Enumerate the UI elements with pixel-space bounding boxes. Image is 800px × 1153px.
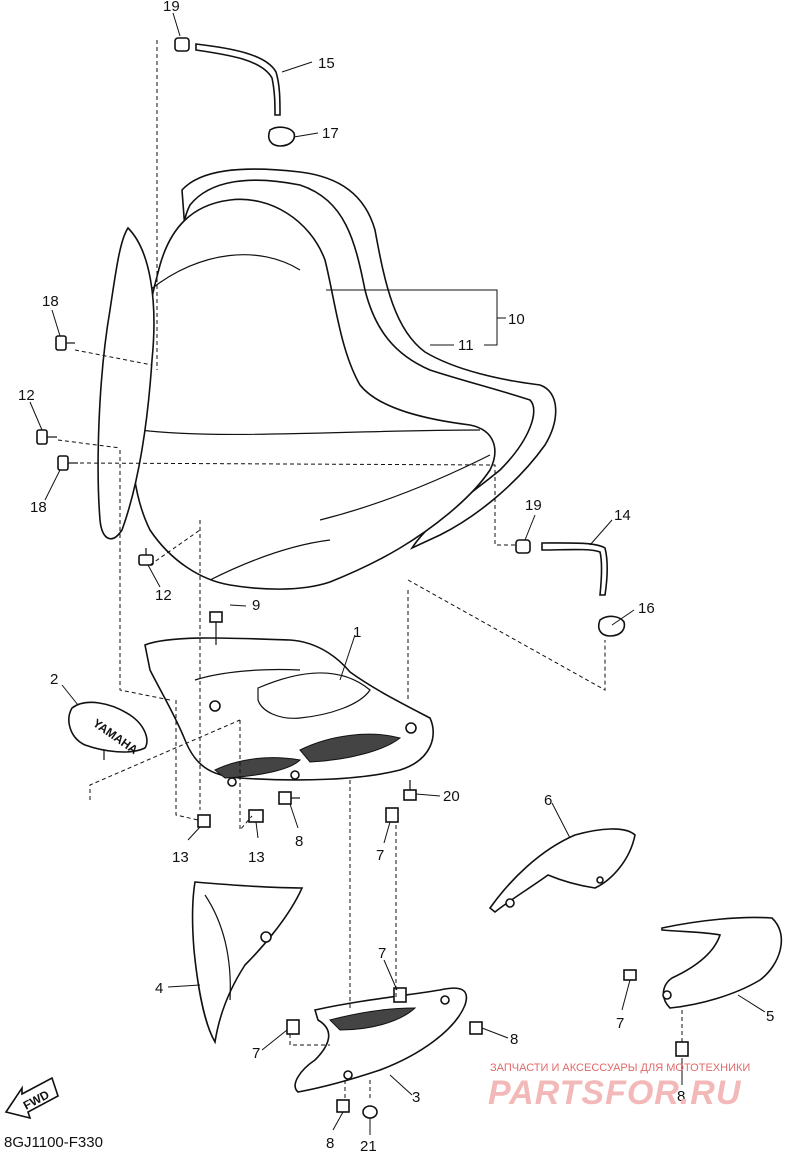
bolt-8-b[interactable]	[469, 1021, 483, 1035]
callout-4: 4	[155, 980, 163, 997]
diagram-code: 8GJ1100-F330	[4, 1134, 103, 1151]
callout-13: 13	[248, 849, 265, 866]
callout-17: 17	[322, 125, 339, 142]
side-panel[interactable]	[191, 881, 304, 1045]
callout-2: 2	[50, 671, 58, 688]
fwd-arrow-icon: FWD	[4, 1076, 59, 1120]
bolt-20[interactable]	[403, 780, 417, 801]
nut-13-b[interactable]	[248, 809, 264, 823]
callout-20: 20	[443, 788, 460, 805]
callout-3: 3	[412, 1089, 420, 1106]
callout-14: 14	[614, 507, 631, 524]
side-cover[interactable]	[661, 916, 783, 1009]
callout-8: 8	[677, 1088, 685, 1105]
nut-13-a[interactable]	[197, 814, 211, 828]
bolt-18-lower[interactable]	[57, 455, 78, 471]
under-cowling[interactable]	[294, 987, 468, 1093]
callout-8: 8	[295, 833, 303, 850]
bolt-18-upper[interactable]	[55, 335, 75, 351]
inner-panel[interactable]	[97, 226, 155, 540]
callout-7: 7	[252, 1045, 260, 1062]
hose-15[interactable]	[195, 43, 281, 116]
callout-7: 7	[616, 1015, 624, 1032]
callout-8: 8	[326, 1135, 334, 1152]
clip-7-a[interactable]	[385, 807, 399, 823]
damper-17[interactable]	[267, 126, 296, 147]
clip-7-d[interactable]	[623, 969, 637, 981]
callout-12: 12	[18, 387, 35, 404]
callout-10: 10	[508, 311, 525, 328]
callout-11: 11	[458, 337, 474, 354]
callout-7: 7	[378, 945, 386, 962]
bolt-12-lower[interactable]	[138, 548, 154, 566]
windshield[interactable]	[130, 198, 496, 590]
callout-21: 21	[360, 1138, 377, 1153]
callout-19: 19	[525, 497, 542, 514]
emblem[interactable]	[68, 701, 148, 753]
bolt-8-c[interactable]	[675, 1041, 689, 1057]
callout-19: 19	[163, 0, 180, 15]
bolt-8-a[interactable]	[278, 791, 300, 805]
hose-14[interactable]	[541, 542, 609, 596]
bolt-9[interactable]	[209, 611, 223, 645]
callout-12: 12	[155, 587, 172, 604]
cap-19-right[interactable]	[515, 539, 531, 554]
callout-7: 7	[376, 847, 384, 864]
callout-8: 8	[510, 1031, 518, 1048]
callout-16: 16	[638, 600, 655, 617]
callout-18: 18	[30, 499, 47, 516]
callout-13: 13	[172, 849, 189, 866]
callout-5: 5	[766, 1008, 774, 1025]
callout-18: 18	[42, 293, 59, 310]
callout-9: 9	[252, 597, 260, 614]
callout-15: 15	[318, 55, 335, 72]
bolt-8-d[interactable]	[336, 1099, 350, 1113]
bolt-12-upper[interactable]	[36, 429, 57, 445]
callout-1: 1	[353, 624, 361, 641]
cap-19-top[interactable]	[174, 37, 190, 52]
watermark-brand: PARTSFOR.RU	[488, 1074, 742, 1112]
callout-6: 6	[544, 792, 552, 809]
plug-21[interactable]	[362, 1105, 378, 1119]
watermark-caption: ЗАПЧАСТИ И АКСЕССУАРЫ ДЛЯ МОТОТЕХНИКИ	[490, 1062, 750, 1074]
side-duct[interactable]	[488, 828, 636, 914]
clip-7-b[interactable]	[393, 987, 407, 1003]
clip-7-c[interactable]	[286, 1019, 300, 1035]
